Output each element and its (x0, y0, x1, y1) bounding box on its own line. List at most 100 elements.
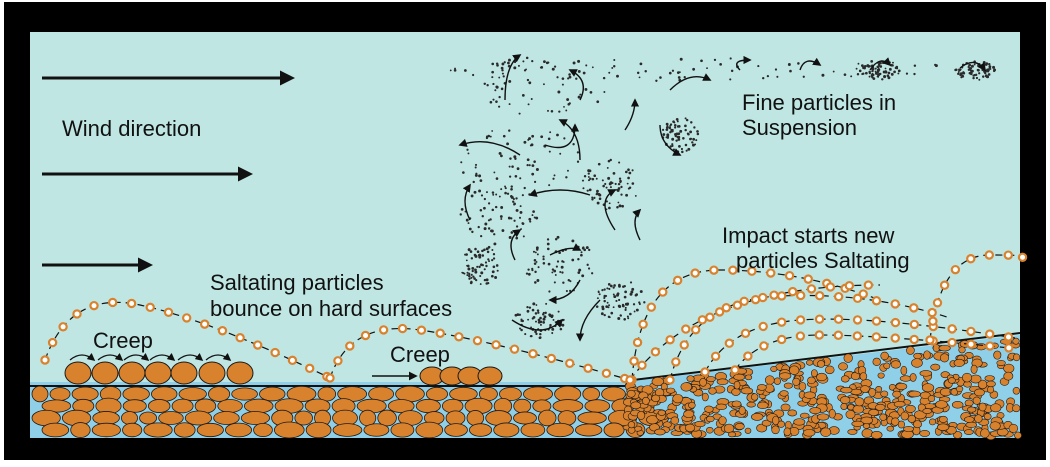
dust-cloud-icon (597, 291, 600, 294)
grain-icon (870, 430, 883, 440)
grain-icon (966, 406, 977, 413)
dust-cloud-icon (496, 269, 499, 272)
dust-cloud-icon (587, 179, 591, 182)
dust-cloud-icon (608, 316, 611, 319)
dust-cloud-icon (729, 78, 732, 81)
dust-cloud-icon (659, 76, 662, 79)
grain-icon (651, 377, 665, 387)
grain-icon (378, 325, 389, 335)
dust-cloud-icon (508, 58, 511, 62)
grain-icon (360, 330, 371, 341)
dust-cloud-icon (713, 58, 717, 62)
wind-arrows (42, 70, 295, 273)
dust-cloud-icon (591, 196, 594, 199)
dust-cloud-icon (466, 264, 470, 268)
grain-icon (913, 352, 922, 360)
grain-icon (235, 333, 245, 343)
grain-icon (333, 356, 343, 366)
grain-icon (41, 422, 70, 438)
dust-cloud-icon (465, 259, 468, 262)
dust-cloud-icon (508, 79, 512, 83)
dust-cloud-icon (508, 175, 512, 178)
dust-cloud-icon (535, 261, 538, 263)
grain-icon (701, 392, 709, 402)
dust-cloud-icon (977, 65, 980, 68)
grain-icon (546, 422, 574, 438)
dust-cloud-icon (474, 173, 478, 177)
grain-icon (657, 409, 666, 416)
dust-cloud-icon (536, 279, 540, 282)
dust-cloud-icon (513, 155, 517, 159)
dust-cloud-icon (631, 169, 634, 172)
dust-cloud-icon (493, 233, 496, 236)
curly-arrow-icon (736, 55, 752, 71)
grain-icon (913, 420, 922, 429)
grain-icon (650, 347, 661, 357)
dust-cloud-icon (561, 318, 565, 322)
dust-cloud-icon (606, 166, 609, 169)
dust-cloud-icon (706, 67, 708, 70)
grain-icon (990, 403, 1002, 413)
dust-cloud-icon (516, 167, 520, 171)
dust-cloud-icon (611, 67, 614, 69)
dust-cloud-icon (684, 117, 687, 120)
dust-cloud-icon (499, 215, 503, 218)
dust-cloud-icon (481, 215, 484, 218)
dust-cloud-icon (676, 135, 680, 139)
dust-cloud-icon (481, 254, 485, 257)
grain-icon (740, 328, 751, 338)
dust-cloud-icon (616, 292, 620, 296)
dust-cloud-icon (480, 263, 483, 267)
dust-cloud-icon (608, 304, 611, 307)
dust-cloud-icon (495, 193, 498, 196)
grain-icon (806, 359, 814, 366)
dust-cloud-icon (602, 76, 606, 80)
dust-cloud-icon (595, 305, 599, 308)
dust-cloud-icon (486, 250, 490, 254)
dust-cloud-icon (525, 68, 527, 71)
grain-icon (144, 361, 172, 385)
dust-cloud-icon (595, 193, 598, 196)
dust-cloud-icon (972, 74, 975, 77)
grain-icon (710, 351, 721, 361)
dust-cloud-icon (609, 158, 612, 162)
dust-cloud-icon (507, 61, 510, 65)
grain-icon (196, 422, 224, 438)
dust-cloud-icon (552, 177, 555, 180)
dust-cloud-icon (511, 165, 514, 168)
dust-cloud-icon (621, 303, 625, 307)
dust-cloud-icon (636, 71, 640, 75)
grain-icon (706, 415, 715, 423)
dust-cloud-icon (562, 281, 565, 284)
dust-cloud-icon (495, 177, 499, 180)
grain-icon (783, 427, 792, 437)
grain-icon (947, 337, 957, 348)
grain-icon (840, 396, 851, 404)
dust-cloud-icon (691, 143, 695, 147)
dust-cloud-icon (492, 265, 496, 269)
dust-cloud-icon (502, 134, 506, 138)
dust-cloud-icon (466, 271, 469, 274)
dust-cloud-icon (532, 250, 536, 253)
grain-icon (843, 353, 853, 363)
dust-cloud-icon (478, 265, 481, 269)
grain-icon (919, 370, 933, 377)
grain-icon (680, 382, 692, 392)
dust-cloud-icon (687, 147, 691, 151)
grain-icon (41, 399, 72, 413)
grain-icon (273, 421, 305, 439)
dust-cloud-icon (543, 315, 547, 319)
curly-arrow-icon (575, 299, 601, 342)
dust-cloud-icon (619, 314, 622, 317)
curly-arrow-icon (799, 57, 822, 71)
dust-cloud-icon (530, 334, 533, 338)
dust-cloud-icon (539, 320, 543, 324)
dust-cloud-icon (470, 273, 473, 276)
dust-cloud-icon (502, 75, 505, 78)
dust-cloud-icon (557, 90, 561, 94)
dust-cloud-icon (483, 82, 487, 86)
dust-cloud-icon (598, 197, 602, 201)
grain-icon (759, 341, 769, 351)
dust-cloud-icon (973, 63, 976, 66)
dust-cloud-icon (476, 250, 480, 254)
